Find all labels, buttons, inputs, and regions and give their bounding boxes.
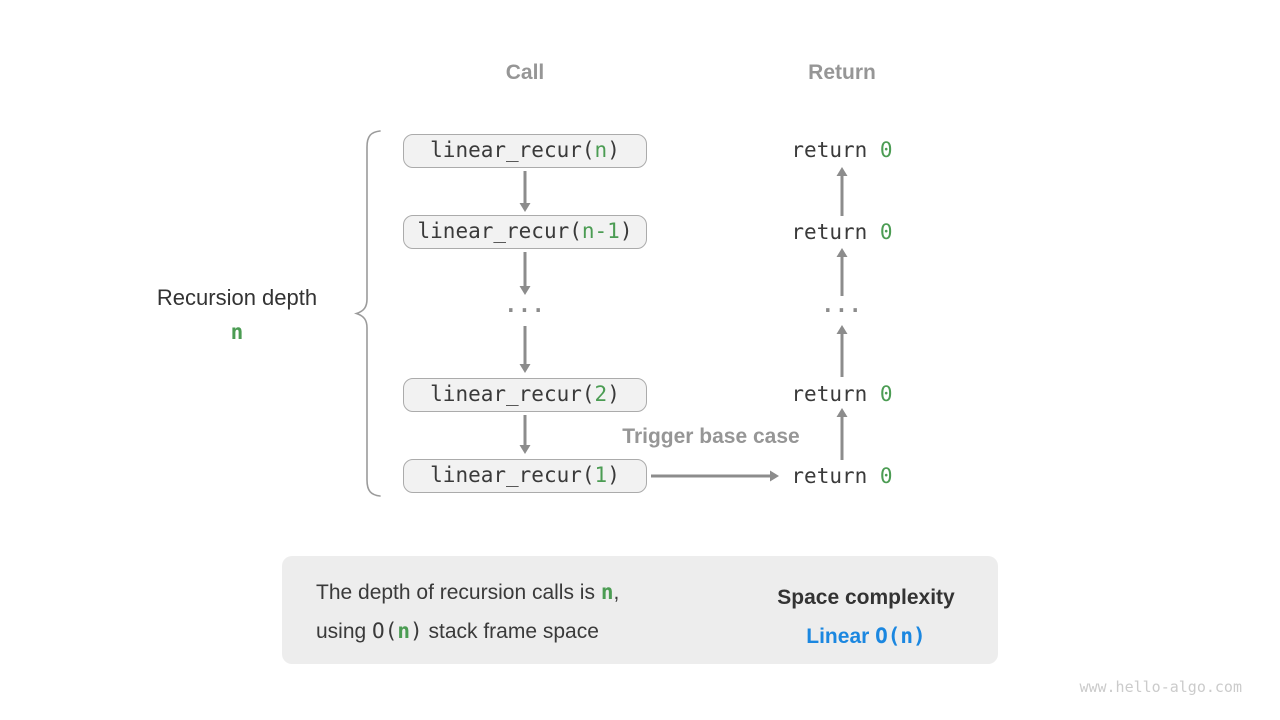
big-o-notation: O(n): [372, 619, 423, 643]
space-complexity-title: Space complexity: [777, 586, 955, 609]
base-case-arrow: [651, 470, 779, 482]
code-text: ): [607, 138, 620, 162]
complexity-name: Linear: [806, 625, 876, 648]
complexity-result: Space complexity Linear O(n): [777, 578, 954, 656]
watermark-url: www.hello-algo.com: [1079, 678, 1242, 696]
call-box-n: linear_recur(n): [403, 134, 647, 168]
call-box-n-1: linear_recur(n-1): [403, 215, 647, 249]
call-box-1: linear_recur(1): [403, 459, 647, 493]
code-text: ): [607, 382, 620, 406]
code-text: linear_recur(: [430, 382, 595, 406]
summary-text-part: stack frame space: [422, 620, 599, 643]
summary-text-part: The depth of recursion calls is: [316, 581, 601, 604]
summary-text-part: ,: [613, 581, 620, 604]
return-value: 0: [879, 138, 893, 162]
recursion-depth-brace: [353, 130, 381, 497]
trigger-base-case-label: Trigger base case: [622, 425, 800, 448]
return-keyword: return: [791, 220, 880, 244]
summary-line-1: The depth of recursion calls is n,: [316, 573, 619, 612]
code-text: ): [410, 619, 423, 643]
space-complexity-value: Linear O(n): [777, 617, 954, 656]
return-column-header: Return: [808, 61, 876, 84]
recursion-depth-label: Recursion depth: [156, 285, 318, 310]
return-value: 0: [879, 220, 893, 244]
summary-arg-n: n: [397, 619, 410, 643]
recursion-depth-value: n: [230, 320, 244, 344]
code-text: linear_recur(: [417, 219, 582, 243]
summary-box: [282, 556, 998, 664]
code-text: ): [619, 219, 633, 243]
return-statement: return 0: [791, 133, 892, 167]
summary-line-2: using O(n) stack frame space: [316, 612, 619, 651]
return-statement: return 0: [791, 215, 892, 249]
return-value: 0: [879, 464, 893, 488]
return-keyword: return: [791, 464, 880, 488]
summary-text-part: using: [316, 620, 373, 643]
call-box-2: linear_recur(2): [403, 378, 647, 412]
return-value: 0: [879, 382, 893, 406]
code-text: ): [607, 463, 620, 487]
code-text: O(: [372, 619, 398, 643]
code-text: linear_recur(: [430, 138, 595, 162]
code-text: linear_recur(: [430, 463, 595, 487]
summary-text: The depth of recursion calls is n, using…: [316, 573, 619, 651]
return-statement: return 0: [791, 377, 892, 411]
code-arg: 1: [594, 463, 608, 487]
call-ellipsis: ...: [504, 293, 546, 317]
code-arg: n: [594, 138, 608, 162]
complexity-big-o: O(n): [875, 624, 926, 648]
code-arg: 2: [594, 382, 608, 406]
call-column-header: Call: [505, 61, 545, 84]
return-keyword: return: [791, 382, 880, 406]
code-arg: n-1: [581, 219, 620, 243]
summary-arg-n: n: [600, 580, 614, 604]
return-keyword: return: [791, 138, 880, 162]
return-ellipsis: ...: [821, 293, 863, 317]
return-statement: return 0: [791, 459, 892, 493]
